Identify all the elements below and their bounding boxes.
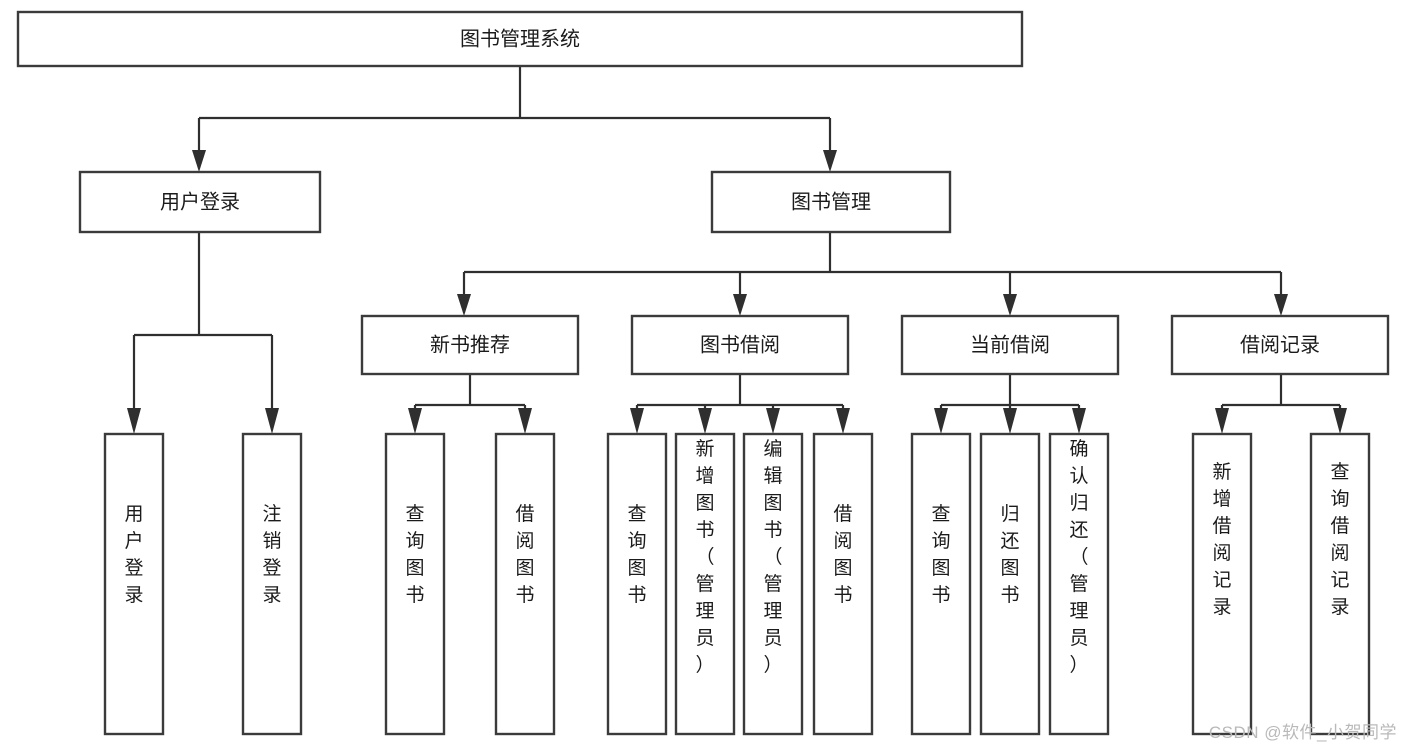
borrow-record-box[interactable] xyxy=(1170,314,1390,376)
arrow-leaf-borrow-book xyxy=(836,408,850,434)
arrow-leaf-query-book-recommend xyxy=(408,408,422,434)
leaf-add-borrow-record[interactable]: 新增借阅记录 xyxy=(1191,432,1253,736)
arrow-leaf-query-book-borrow xyxy=(630,408,644,434)
arrow-leaf-return-book xyxy=(1003,408,1017,434)
current-borrow-label: 当前借阅 xyxy=(970,333,1050,356)
leaf-logout-label: 注销登录 xyxy=(262,503,281,606)
arrow-leaf-logout xyxy=(265,408,279,434)
book-borrow-label: 图书借阅 xyxy=(700,333,780,356)
leaf-query-book-current-label: 查询图书 xyxy=(931,503,950,606)
leaf-borrow-book-label: 借阅图书 xyxy=(833,503,852,606)
leaf-borrow-book-box[interactable] xyxy=(812,432,874,736)
leaf-add-book-admin-label: 新增图书（管理员） xyxy=(695,438,714,676)
arrow-current-borrow xyxy=(1003,294,1017,316)
new-book-recommend-box[interactable] xyxy=(360,314,580,376)
leaf-logout-box[interactable] xyxy=(241,432,303,736)
connector-layer xyxy=(127,66,1347,434)
leaf-return-book-box[interactable] xyxy=(979,432,1041,736)
leaf-logout[interactable]: 注销登录 xyxy=(241,432,303,736)
user-login-box[interactable] xyxy=(78,170,322,234)
node-book-borrow[interactable]: 图书借阅 xyxy=(630,314,850,376)
leaf-query-book-current[interactable]: 查询图书 xyxy=(910,432,972,736)
leaf-user-login[interactable]: 用户登录 xyxy=(103,432,165,736)
node-book-management-system[interactable]: 图书管理系统 xyxy=(16,10,1024,68)
leaf-query-borrow-record-box[interactable] xyxy=(1309,432,1371,736)
root-box[interactable] xyxy=(16,10,1024,68)
arrow-leaf-user-login xyxy=(127,408,141,434)
leaf-query-book-recommend-label: 查询图书 xyxy=(405,503,424,606)
arrow-leaf-add-borrow-record xyxy=(1215,408,1229,434)
leaf-edit-book-admin-label: 编辑图书（管理员） xyxy=(763,438,782,676)
node-user-login[interactable]: 用户登录 xyxy=(78,170,322,234)
node-book-management[interactable]: 图书管理 xyxy=(710,170,952,234)
book-management-box[interactable] xyxy=(710,170,952,234)
leaf-query-borrow-record[interactable]: 查询借阅记录 xyxy=(1309,432,1371,736)
arrow-leaf-query-book-current xyxy=(934,408,948,434)
leaf-query-book-recommend-box[interactable] xyxy=(384,432,446,736)
arrow-borrow-record xyxy=(1274,294,1288,316)
leaf-confirm-return-admin-label: 确认归还（管理员） xyxy=(1069,438,1088,676)
leaf-query-book-borrow-box[interactable] xyxy=(606,432,668,736)
leaf-add-book-admin-box[interactable] xyxy=(674,432,736,736)
leaf-query-book-current-box[interactable] xyxy=(910,432,972,736)
user-login-label: 用户登录 xyxy=(160,190,240,213)
arrow-new-book-recommend xyxy=(457,294,471,316)
leaf-return-book-label: 归还图书 xyxy=(1000,503,1019,606)
leaf-borrow-book[interactable]: 借阅图书 xyxy=(812,432,874,736)
leaf-edit-book-admin[interactable]: 编辑图书（管理员） xyxy=(742,432,804,736)
leaf-query-book-borrow[interactable]: 查询图书 xyxy=(606,432,668,736)
leaf-confirm-return-admin[interactable]: 确认归还（管理员） xyxy=(1048,432,1110,736)
leaf-add-book-admin[interactable]: 新增图书（管理员） xyxy=(674,432,736,736)
leaf-query-book-borrow-label: 查询图书 xyxy=(627,503,646,606)
leaf-confirm-return-admin-box[interactable] xyxy=(1048,432,1110,736)
arrow-leaf-query-borrow-record xyxy=(1333,408,1347,434)
arrow-book-borrow xyxy=(733,294,747,316)
leaf-borrow-book-recommend[interactable]: 借阅图书 xyxy=(494,432,556,736)
book-management-label: 图书管理 xyxy=(791,190,871,213)
arrow-leaf-add-book-admin xyxy=(698,408,712,434)
leaf-edit-book-admin-box[interactable] xyxy=(742,432,804,736)
node-borrow-record[interactable]: 借阅记录 xyxy=(1170,314,1390,376)
leaf-user-login-label: 用户登录 xyxy=(124,504,143,606)
arrow-leaf-edit-book-admin xyxy=(766,408,780,434)
leaf-user-login-box[interactable] xyxy=(103,432,165,736)
leaf-add-borrow-record-box[interactable] xyxy=(1191,432,1253,736)
current-borrow-box[interactable] xyxy=(900,314,1120,376)
node-current-borrow[interactable]: 当前借阅 xyxy=(900,314,1120,376)
leaf-add-borrow-record-label: 新增借阅记录 xyxy=(1212,461,1231,618)
leaf-return-book[interactable]: 归还图书 xyxy=(979,432,1041,736)
root-label: 图书管理系统 xyxy=(460,27,580,50)
leaf-borrow-book-recommend-label: 借阅图书 xyxy=(515,503,534,606)
arrow-leaf-confirm-return-admin xyxy=(1072,408,1086,434)
arrow-leaf-borrow-book-recommend xyxy=(518,408,532,434)
leaf-borrow-book-recommend-box[interactable] xyxy=(494,432,556,736)
borrow-record-label: 借阅记录 xyxy=(1240,333,1320,356)
leaf-query-borrow-record-label: 查询借阅记录 xyxy=(1330,461,1349,618)
leaf-query-book-recommend[interactable]: 查询图书 xyxy=(384,432,446,736)
csdn-watermark: CSDN @软件_小贺同学 xyxy=(1208,723,1397,742)
arrow-to-book-management xyxy=(823,150,837,172)
new-book-recommend-label: 新书推荐 xyxy=(430,333,510,356)
node-new-book-recommend[interactable]: 新书推荐 xyxy=(360,314,580,376)
book-borrow-box[interactable] xyxy=(630,314,850,376)
arrow-to-user-login xyxy=(192,150,206,172)
